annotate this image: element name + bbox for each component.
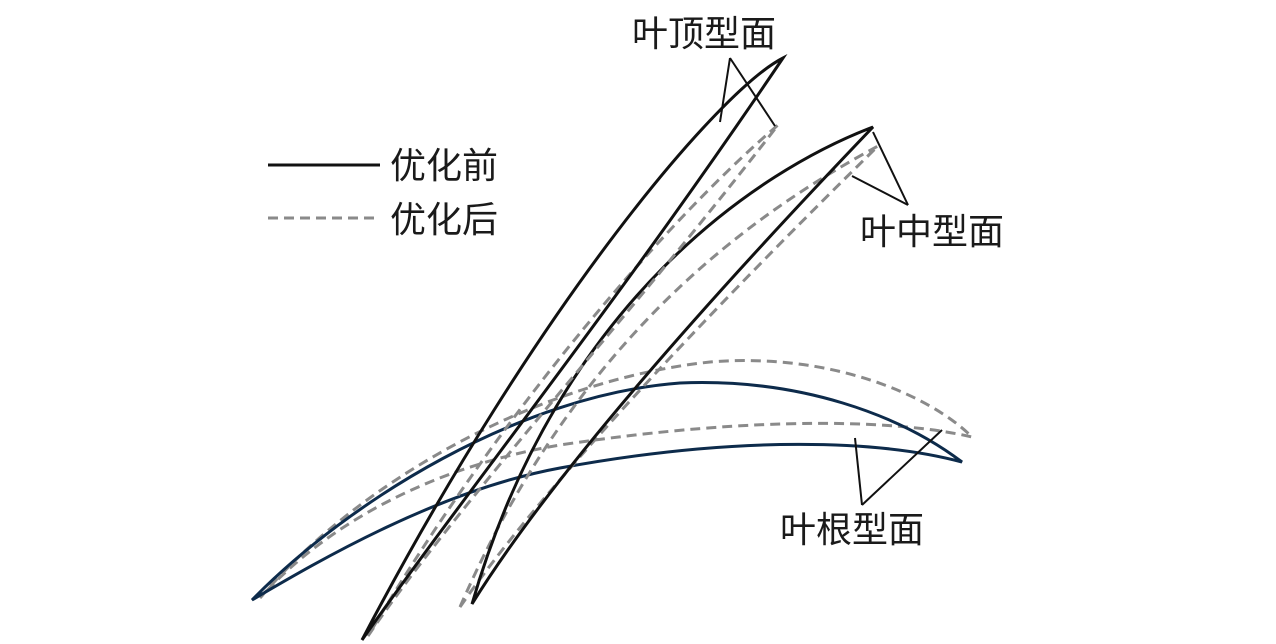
tip-profile-before xyxy=(360,54,788,641)
mid-profile-before xyxy=(470,125,875,605)
legend-label-before: 优化前 xyxy=(390,146,498,187)
annotation-root-profile: 叶根型面 xyxy=(780,510,924,551)
root-profile-before-curve xyxy=(250,381,963,602)
tip-profile-after-curve xyxy=(366,123,780,637)
root-profile-after-curve xyxy=(258,359,977,600)
root-profile-after xyxy=(258,359,977,600)
tip-profile-before-curve xyxy=(360,54,788,641)
leader-lines xyxy=(719,57,943,506)
mid-profile-after-curve xyxy=(458,144,880,608)
mid-profile-after xyxy=(458,144,880,608)
annotation-tip-profile: 叶顶型面 xyxy=(632,14,776,55)
root-leader-right xyxy=(861,429,943,506)
tip-leader-right xyxy=(729,57,776,127)
annotation-mid-profile: 叶中型面 xyxy=(860,212,1004,253)
root-profile-before xyxy=(250,381,963,602)
mid-leader-upper xyxy=(872,131,909,206)
mid-leader-lower xyxy=(851,175,909,206)
legend-label-after: 优化后 xyxy=(390,200,498,241)
tip-profile-after xyxy=(366,123,780,637)
legend: 优化前 优化后 xyxy=(268,146,498,241)
root-leader-left xyxy=(854,437,863,506)
tip-leader-left xyxy=(719,57,731,123)
mid-profile-before-curve xyxy=(470,125,875,605)
